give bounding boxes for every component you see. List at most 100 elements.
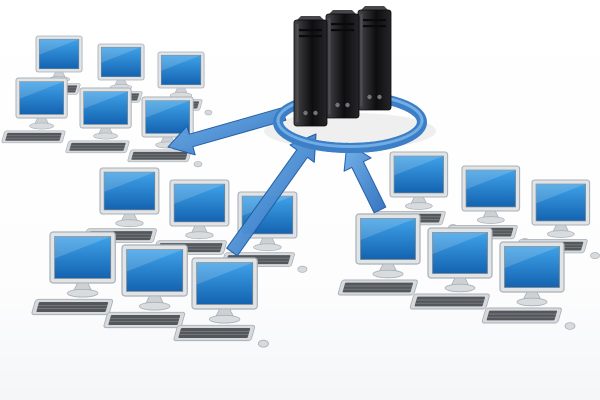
- monitor-screen: [126, 249, 184, 292]
- workstation: [409, 227, 504, 316]
- keyboard-keys: [178, 327, 251, 338]
- tower-vent: [331, 29, 354, 32]
- keyboard: [1, 130, 66, 144]
- workstation: [1, 77, 77, 149]
- monitor-base: [546, 230, 575, 238]
- drive-button: [345, 102, 350, 108]
- cluster-right: [337, 151, 600, 330]
- workstation-clusters: [1, 35, 600, 348]
- monitor: [15, 77, 68, 130]
- monitor: [121, 244, 188, 311]
- monitor-base: [444, 283, 476, 293]
- server-tower: [293, 16, 328, 127]
- monitor-screen: [196, 262, 254, 305]
- tower-edge-highlight: [296, 24, 299, 122]
- workstation: [153, 179, 240, 261]
- screen-glare: [432, 232, 488, 254]
- tower-vent: [331, 23, 354, 26]
- workstation: [481, 241, 576, 330]
- monitor-screen: [145, 100, 190, 134]
- workstation: [173, 257, 269, 348]
- monitor-screen: [535, 183, 586, 222]
- tower-vent: [363, 25, 386, 28]
- workstation: [31, 231, 127, 322]
- power-button: [335, 102, 340, 108]
- mouse: [204, 109, 213, 116]
- monitor-screen: [19, 81, 64, 115]
- monitor-screen: [393, 155, 444, 194]
- screen-glare: [126, 249, 183, 272]
- power-button: [367, 94, 372, 100]
- monitor-screen: [103, 171, 156, 211]
- keyboard: [31, 298, 114, 316]
- mouse: [193, 161, 203, 168]
- workstation: [103, 244, 199, 335]
- monitor-screen: [504, 246, 560, 288]
- monitor: [157, 51, 205, 99]
- screen-glare: [19, 81, 64, 99]
- workstation: [83, 167, 170, 249]
- keyboard-keys: [36, 301, 109, 312]
- keyboard-keys: [69, 142, 126, 151]
- screen-glare: [394, 156, 444, 176]
- monitor: [141, 96, 194, 149]
- server-tower: [325, 10, 360, 119]
- monitor-base: [185, 231, 214, 240]
- monitor-screen: [100, 46, 142, 78]
- ring-front-highlight: [276, 120, 424, 148]
- tower-edge-highlight: [328, 18, 331, 114]
- drive-button: [377, 94, 382, 100]
- cluster-bottom-left: [31, 167, 308, 348]
- monitor-screen: [432, 232, 488, 274]
- keyboard-keys: [108, 314, 181, 325]
- connection-arrows: [167, 107, 387, 257]
- keyboard: [337, 279, 418, 296]
- monitor-base: [404, 202, 433, 210]
- monitor: [531, 179, 591, 238]
- monitor: [99, 167, 160, 228]
- monitor: [35, 35, 83, 83]
- workstation: [337, 213, 432, 302]
- connection-arrow: [167, 107, 287, 156]
- monitor: [427, 227, 493, 293]
- keyboard-keys: [342, 282, 414, 293]
- server-tower: [357, 6, 392, 111]
- drive-button: [313, 110, 318, 116]
- screen-glare: [536, 184, 586, 204]
- monitor: [169, 179, 230, 240]
- mouse: [564, 322, 576, 330]
- monitor: [97, 43, 145, 91]
- screen-glare: [83, 91, 128, 109]
- keyboard: [103, 311, 186, 329]
- mouse: [297, 265, 308, 273]
- screen-glare: [161, 55, 201, 71]
- tower-vent: [363, 19, 386, 22]
- monitor-base: [29, 122, 54, 130]
- mouse: [257, 339, 269, 348]
- monitor: [461, 165, 521, 224]
- monitor: [79, 87, 132, 140]
- keyboard: [65, 140, 130, 154]
- keyboard-keys: [5, 132, 62, 141]
- monitor-screen: [54, 236, 112, 279]
- cluster-top-left: [1, 35, 213, 168]
- monitor: [499, 241, 565, 307]
- monitor-base: [115, 219, 144, 228]
- screen-glare: [504, 246, 560, 268]
- keyboard: [173, 324, 256, 342]
- screen-glare: [360, 218, 416, 240]
- power-button: [303, 110, 308, 116]
- keyboard: [409, 293, 490, 310]
- server-layer: [264, 6, 436, 153]
- connection-arrow: [343, 142, 387, 214]
- workstation: [65, 87, 141, 159]
- tower-edge-highlight: [360, 14, 363, 106]
- tower-body: [293, 19, 328, 127]
- workstation: [127, 96, 203, 168]
- tower-vent: [299, 29, 322, 32]
- keyboard-keys: [414, 296, 486, 307]
- monitor: [49, 231, 116, 298]
- monitor-screen: [360, 218, 416, 260]
- keyboard: [481, 307, 562, 324]
